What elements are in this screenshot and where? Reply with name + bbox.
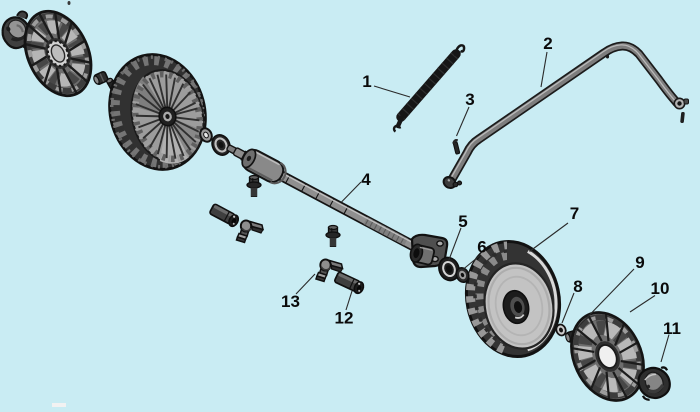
svg-text:12: 12 [335, 309, 354, 328]
svg-text:4: 4 [361, 170, 371, 189]
svg-text:3: 3 [465, 90, 474, 109]
svg-text:9: 9 [635, 253, 644, 272]
svg-text:2: 2 [543, 34, 552, 53]
svg-text:8: 8 [573, 277, 582, 296]
svg-text:5: 5 [458, 212, 467, 231]
svg-text:13: 13 [281, 292, 300, 311]
svg-text:6: 6 [477, 238, 486, 257]
svg-text:11: 11 [663, 319, 681, 338]
svg-text:7: 7 [570, 204, 579, 223]
svg-text:1: 1 [362, 72, 371, 91]
svg-text:10: 10 [651, 279, 670, 298]
